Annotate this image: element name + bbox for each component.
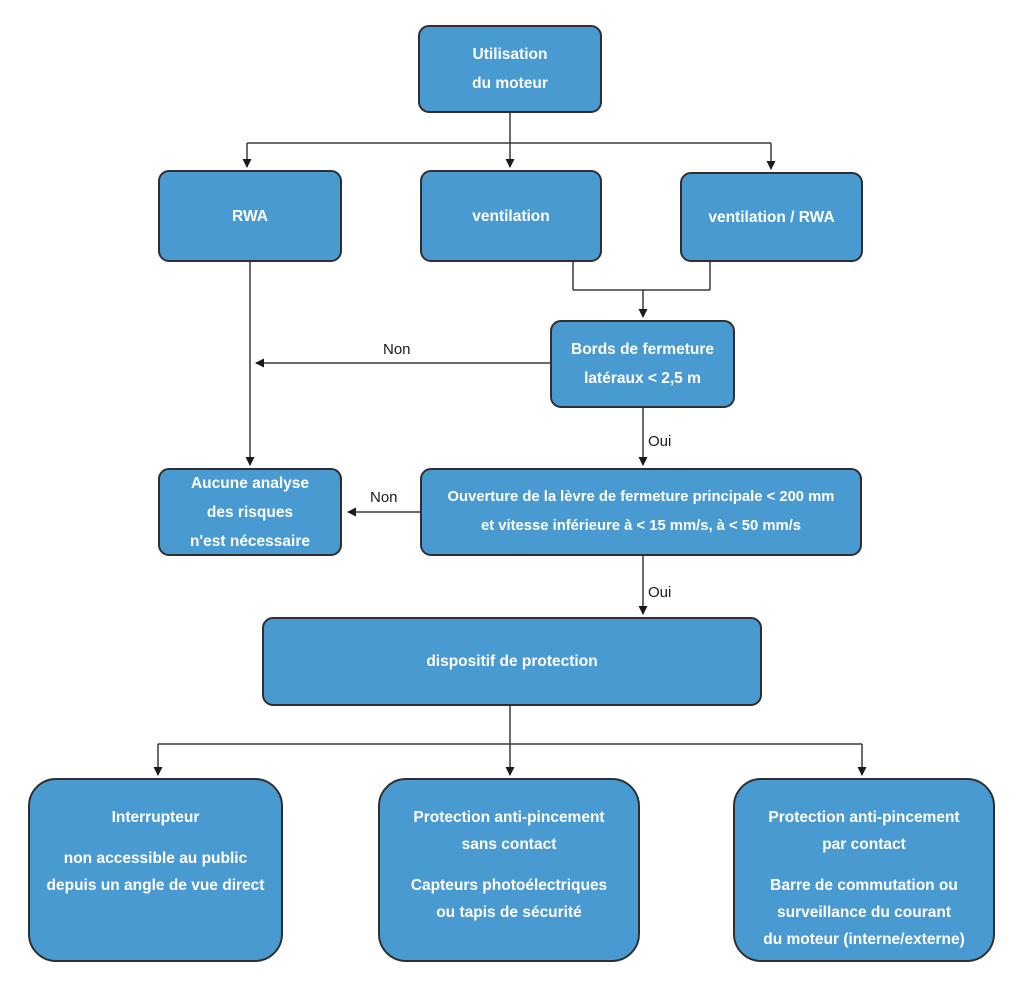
node-line: non accessible au public	[63, 850, 248, 867]
edge-label-oui-bords: Oui	[648, 433, 672, 450]
node-line: Aucune analyse	[190, 474, 310, 492]
edge-label-oui-ouverture: Oui	[648, 584, 672, 601]
node-line: des risques	[206, 503, 294, 521]
node-ouverture-condition: Ouverture de la lèvre de fermeture princ…	[420, 468, 862, 556]
node-line: Barre de commutation ou	[770, 877, 958, 894]
edge-top-split	[247, 113, 771, 144]
node-line: depuis un angle de vue direct	[46, 877, 265, 894]
node-body: Barre de commutation ou surveillance du …	[763, 872, 965, 953]
node-line: sans contact	[461, 836, 557, 853]
node-line: Ouverture de la lèvre de fermeture princ…	[447, 489, 835, 505]
node-ventilation: ventilation	[420, 170, 602, 262]
edge-merge-lines	[572, 262, 711, 291]
edge-label-non-ouverture: Non	[370, 489, 398, 506]
node-rwa: RWA	[158, 170, 342, 262]
node-line: Interrupteur	[111, 809, 200, 826]
edge-dispositif-split	[158, 706, 862, 745]
node-title: Protection anti-pincement sans contact	[413, 804, 604, 858]
node-protection-par-contact: Protection anti-pincement par contact Ba…	[733, 778, 995, 962]
node-title: Interrupteur	[112, 804, 200, 831]
node-ventilation-rwa: ventilation / RWA	[680, 172, 863, 262]
edge-label-non-bords: Non	[383, 341, 411, 358]
node-protection-sans-contact: Protection anti-pincement sans contact C…	[378, 778, 640, 962]
node-line: dispositif de protection	[426, 653, 598, 670]
node-line: ventilation	[472, 207, 550, 225]
node-title: Protection anti-pincement par contact	[768, 804, 959, 858]
node-line: Bords de fermeture	[571, 341, 714, 358]
node-utilisation-du-moteur: Utilisation du moteur	[418, 25, 602, 113]
node-line: Capteurs photoélectriques	[410, 877, 608, 894]
node-line: du moteur (interne/externe)	[763, 931, 965, 948]
node-line: n'est nécessaire	[189, 532, 310, 550]
node-line: et vitesse inférieure à < 15 mm/s, à < 5…	[481, 518, 801, 534]
node-line: latéraux < 2,5 m	[584, 370, 701, 387]
node-line: Utilisation	[472, 46, 548, 63]
node-aucune-analyse: Aucune analyse des risques n'est nécessa…	[158, 468, 342, 556]
node-line: ou tapis de sécurité	[436, 904, 582, 921]
node-line: Protection anti-pincement	[768, 809, 960, 826]
node-body: Capteurs photoélectriques ou tapis de sé…	[411, 872, 607, 926]
node-line: ventilation / RWA	[708, 208, 835, 226]
node-line: du moteur	[472, 75, 548, 92]
node-interrupteur: Interrupteur non accessible au public de…	[28, 778, 283, 962]
node-line: RWA	[232, 207, 268, 225]
node-dispositif-de-protection: dispositif de protection	[262, 617, 762, 706]
node-line: Protection anti-pincement	[413, 809, 605, 826]
node-line: par contact	[822, 836, 906, 853]
node-line: surveillance du courant	[777, 904, 951, 921]
node-bords-de-fermeture: Bords de fermeture latéraux < 2,5 m	[550, 320, 735, 408]
node-body: non accessible au public depuis un angle…	[47, 845, 265, 899]
